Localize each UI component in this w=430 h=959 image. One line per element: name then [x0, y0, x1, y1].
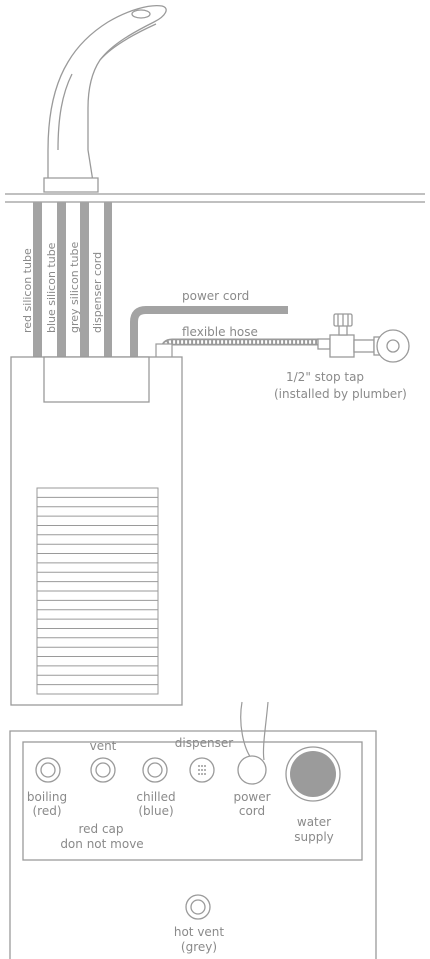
- power-cord-entry-2: [262, 701, 269, 761]
- dispenser-label: dispenser: [175, 736, 233, 750]
- flexible-hose-label: flexible hose: [182, 325, 258, 339]
- vent-grille-icon: [36, 487, 159, 695]
- dispenser-cord-label: dispenser cord: [91, 252, 104, 333]
- rear-panel: [9, 730, 377, 959]
- boiling-port: [35, 757, 61, 783]
- power-label: power: [233, 790, 270, 804]
- dispenser-port: [189, 757, 215, 783]
- dispenser-pin: [204, 765, 206, 767]
- stop-tap-label-1: 1/2" stop tap: [286, 370, 364, 384]
- dispenser-pin: [201, 769, 203, 771]
- power-cord-line: [130, 306, 288, 357]
- chilled-port: [142, 757, 168, 783]
- panel-labels: vent dispenser boiling (red) chilled (bl…: [27, 736, 334, 954]
- water-label: water: [297, 815, 331, 829]
- flexible-hose-icon: [155, 338, 318, 359]
- power-sub-label: cord: [239, 804, 265, 818]
- dispenser-pin: [204, 773, 206, 775]
- boiling-sub-label: (red): [32, 804, 61, 818]
- tube-labels: red silicon tube blue silicon tube grey …: [21, 242, 104, 333]
- dispenser-pin: [198, 765, 200, 767]
- grey-tube-label: grey silicon tube: [68, 242, 81, 333]
- red-cap-label-2: don not move: [60, 837, 143, 851]
- dispenser-pin: [198, 773, 200, 775]
- countertop: [5, 193, 425, 203]
- stop-tap-icon: [317, 313, 410, 363]
- power-cord-port: [237, 755, 267, 785]
- dispenser-pin: [201, 765, 203, 767]
- red-tube-label: red silicon tube: [21, 248, 34, 333]
- power-cord-label: power cord: [182, 289, 249, 303]
- dispenser-pin: [204, 769, 206, 771]
- vent-label: vent: [90, 739, 117, 753]
- chilled-label: chilled: [136, 790, 175, 804]
- water-supply-port: [285, 746, 341, 802]
- chilled-sub-label: (blue): [138, 804, 173, 818]
- dispenser-pin: [201, 773, 203, 775]
- red-cap-label-1: red cap: [78, 822, 123, 836]
- boiling-label: boiling: [27, 790, 67, 804]
- red-silicon-tube: [33, 202, 42, 357]
- hot-vent-sub-label: (grey): [181, 940, 217, 954]
- grey-silicon-tube: [80, 202, 89, 357]
- blue-tube-label: blue silicon tube: [45, 242, 58, 333]
- hot-vent-label: hot vent: [174, 925, 225, 939]
- water-sub-label: supply: [294, 830, 334, 844]
- tube-bundle: [33, 202, 112, 357]
- stop-tap-label-2: (installed by plumber): [274, 387, 407, 401]
- blue-silicon-tube: [57, 202, 66, 357]
- hot-vent-port: [185, 894, 211, 920]
- dispenser-pin: [198, 769, 200, 771]
- dispenser-cord: [104, 202, 112, 357]
- vent-port: [90, 757, 116, 783]
- tap-icon: [43, 4, 167, 193]
